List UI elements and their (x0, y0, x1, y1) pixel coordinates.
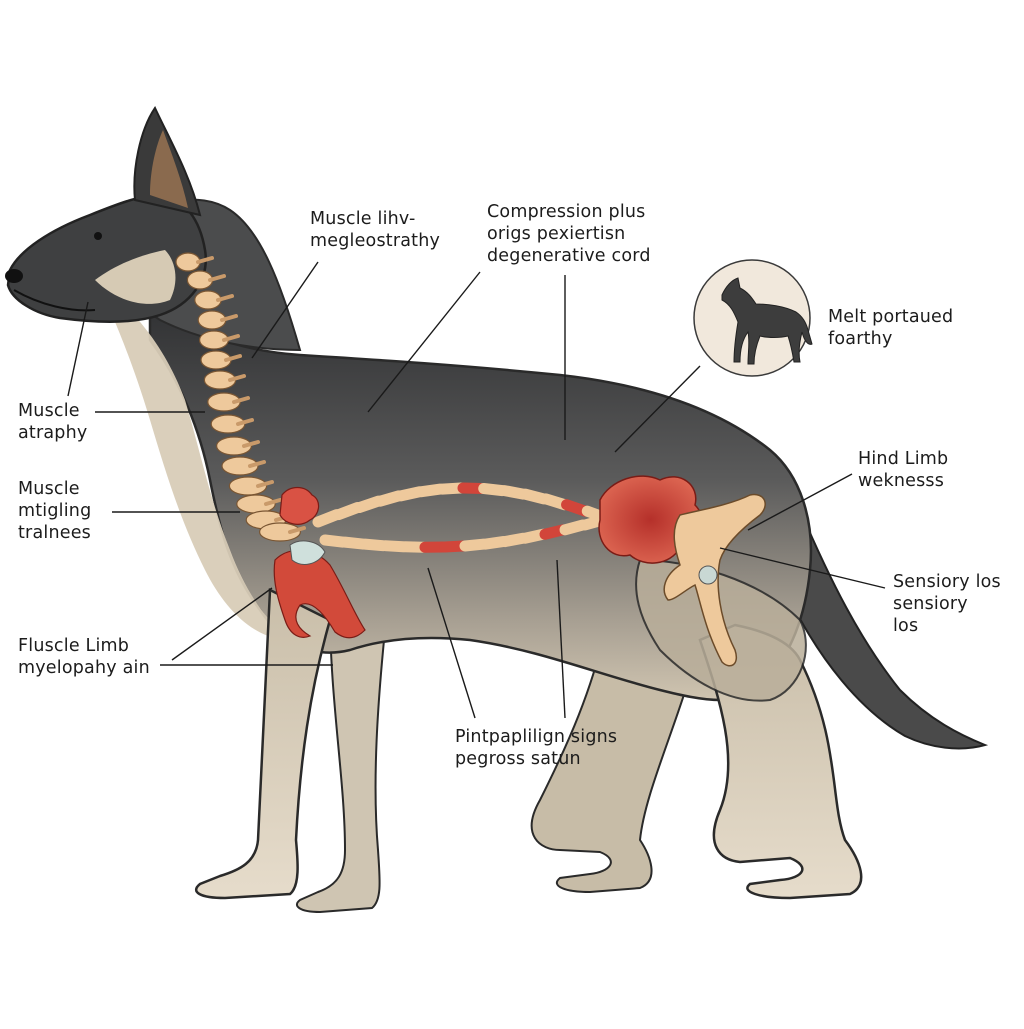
label-left1-line2: atraphy (18, 422, 87, 444)
label-sensory-line2: sensiory (893, 593, 1001, 615)
label-left3-line2: myelopahy ain (18, 657, 150, 679)
label-hind-line1: Hind Limb (858, 448, 948, 470)
label-hind-line2: weknesss (858, 470, 948, 492)
label-neck-line2: megleostrathy (310, 230, 440, 252)
label-inset: Melt portaued foarthy (828, 306, 953, 350)
dog-eye (94, 232, 102, 240)
label-bottom: Pintpaplilign signs pegross satun (455, 726, 617, 770)
label-inset-line1: Melt portaued (828, 306, 953, 328)
label-top-mid-line3: degenerative cord (487, 245, 651, 267)
label-left2-line3: tralnees (18, 522, 91, 544)
dog-head (8, 195, 206, 322)
label-top-mid-line2: origs pexiertisn (487, 223, 651, 245)
label-sensory: Sensiory los sensiory los (893, 571, 1001, 637)
label-sensory-line1: Sensiory los (893, 571, 1001, 593)
label-sensory-line3: los (893, 615, 1001, 637)
label-left3-line1: Fluscle Limb (18, 635, 150, 657)
label-left2-line1: Muscle (18, 478, 91, 500)
label-neck: Muscle lihv- megleostrathy (310, 208, 440, 252)
label-left2: Muscle mtigling tralnees (18, 478, 91, 544)
label-top-mid-line1: Compression plus (487, 201, 651, 223)
label-left1-line1: Muscle (18, 400, 87, 422)
label-top-mid: Compression plus origs pexiertisn degene… (487, 201, 651, 267)
label-left3: Fluscle Limb myelopahy ain (18, 635, 150, 679)
dog-nose (5, 269, 23, 283)
label-hind: Hind Limb weknesss (858, 448, 948, 492)
label-inset-line2: foarthy (828, 328, 953, 350)
inset (694, 260, 812, 376)
label-left2-line2: mtigling (18, 500, 91, 522)
label-bottom-line2: pegross satun (455, 748, 617, 770)
label-bottom-line1: Pintpaplilign signs (455, 726, 617, 748)
label-left1: Muscle atraphy (18, 400, 87, 444)
hip-joint (699, 566, 717, 584)
label-neck-line1: Muscle lihv- (310, 208, 440, 230)
